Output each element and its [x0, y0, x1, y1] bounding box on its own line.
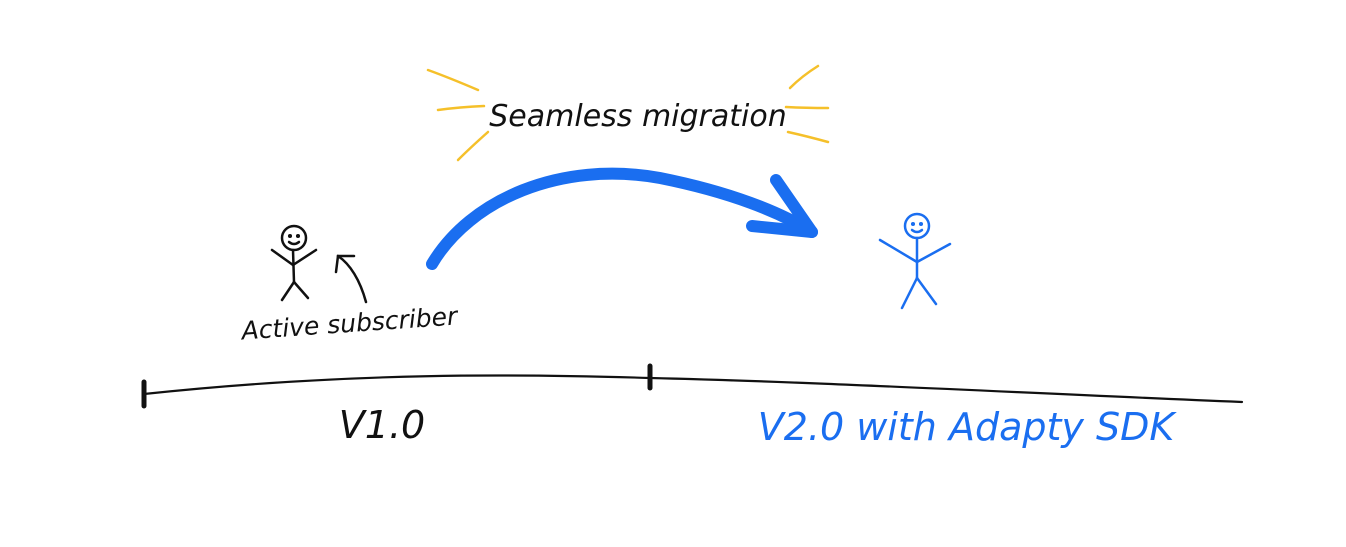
sparkle-left	[426, 68, 490, 162]
headline: Seamless migration	[489, 99, 786, 134]
version-old-label: V1.0	[339, 403, 425, 447]
subscriber-label: Active subscriber	[239, 301, 460, 345]
pointer-arrow	[334, 254, 368, 304]
stick-figure-new	[878, 212, 952, 310]
sparkle-right	[784, 64, 830, 144]
stick-figure-old	[270, 224, 318, 302]
migration-arrow	[426, 167, 818, 270]
version-new-label: V2.0 with Adapty SDK	[758, 405, 1178, 449]
timeline	[141, 363, 1244, 409]
